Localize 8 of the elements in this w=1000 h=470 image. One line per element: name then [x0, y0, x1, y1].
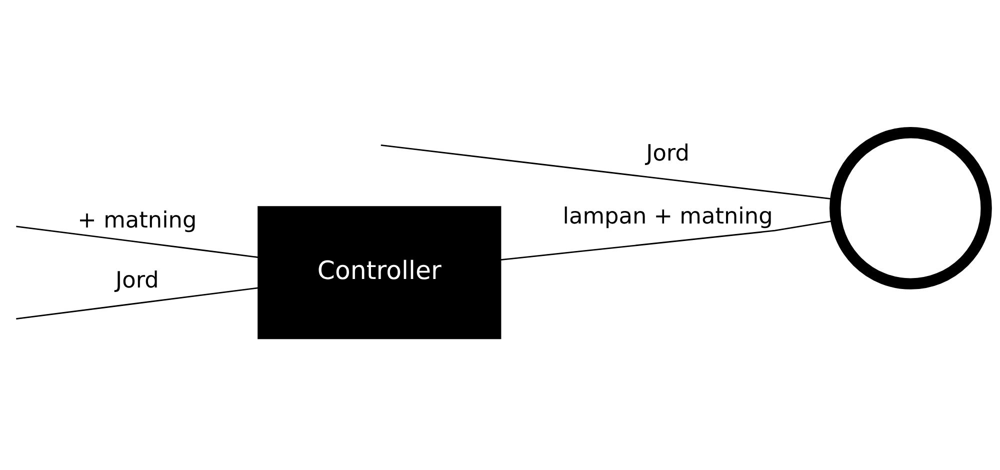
- edge-label: lampan + matning: [562, 202, 772, 229]
- connector: [16, 286, 258, 319]
- node-circle: [829, 126, 992, 289]
- node-box: Controller: [257, 206, 501, 339]
- edge-label: + matning: [77, 207, 196, 234]
- edge-label: Jord: [115, 267, 158, 294]
- connector: [16, 225, 258, 258]
- edge-label: Jord: [646, 140, 689, 166]
